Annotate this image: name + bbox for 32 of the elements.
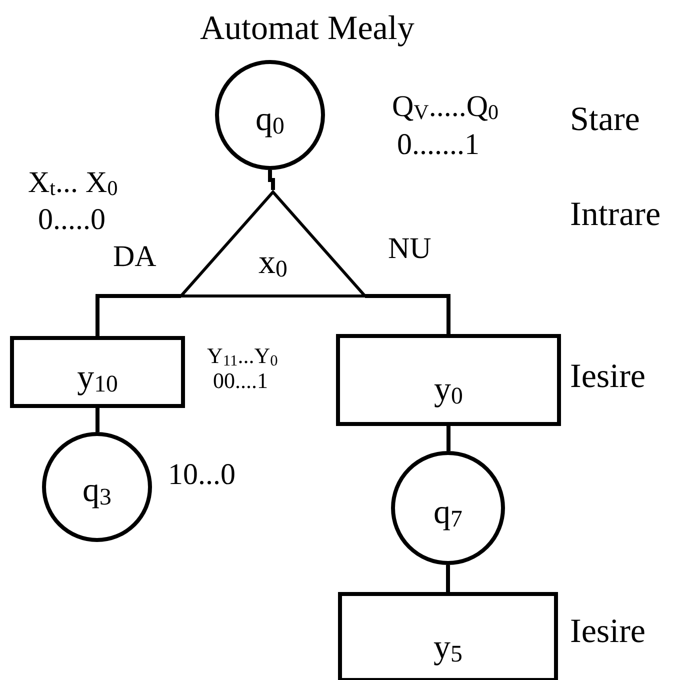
- connector-line: [96, 408, 100, 432]
- annotation-text: X$_{t}$... X$_{0}$: [28, 168, 118, 198]
- annotation-text: 10...0: [168, 460, 236, 490]
- connector-line: [96, 294, 181, 336]
- node-label: y$_{0}$: [434, 373, 463, 407]
- annotation-text: Y$_{11}$...Y$_{0}$: [207, 345, 278, 367]
- annotation-text: Stare: [570, 103, 640, 137]
- connector-line: [446, 426, 450, 451]
- node-label: x$_{0}$: [258, 246, 288, 280]
- node-label: y$_{5}$: [434, 631, 462, 665]
- output-box: [338, 592, 558, 680]
- node-label: y$_{10}$: [77, 361, 118, 395]
- annotation-text: 0.....0: [38, 205, 106, 235]
- annotation-text: 00....1: [213, 370, 268, 392]
- annotation-text: Q$_{V}$.....Q$_{0}$: [392, 92, 499, 122]
- node-label: q$_{7}$: [434, 496, 462, 530]
- annotation-text: Intrare: [570, 198, 661, 232]
- node-label: q$_{3}$: [82, 474, 112, 508]
- connector-line: [446, 565, 450, 592]
- decision-triangle: [180, 190, 366, 298]
- annotation-text: Iesire: [570, 615, 646, 649]
- connector-line: [365, 294, 450, 334]
- annotation-text: Iesire: [570, 360, 646, 394]
- node-label: q$_{0}$: [256, 103, 284, 137]
- state-circle: [391, 451, 505, 565]
- state-circle: [215, 60, 325, 170]
- annotation-text: 0.......1: [397, 130, 480, 160]
- diagram-title: Automat Mealy: [200, 12, 414, 46]
- state-circle: [42, 432, 152, 542]
- output-box: [10, 336, 185, 408]
- connector-line: [268, 170, 275, 190]
- output-box: [336, 334, 561, 426]
